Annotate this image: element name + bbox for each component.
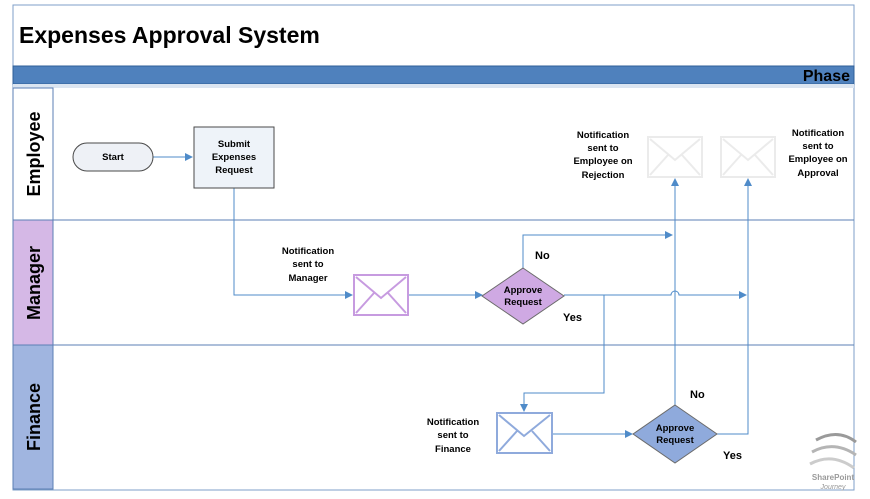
manager-notification-line-1: Notification bbox=[282, 246, 334, 257]
approval-notification-line-3: Employee on bbox=[788, 154, 847, 165]
flow-manager-to-finance-notification bbox=[520, 295, 605, 412]
lane-header-finance bbox=[12, 344, 54, 490]
lane-label-manager: Manager bbox=[24, 246, 44, 320]
flow-manager-no bbox=[522, 231, 673, 268]
start-label: Start bbox=[102, 152, 124, 163]
logo-text-line-2: Journey bbox=[820, 484, 846, 491]
manager-no-label: No bbox=[535, 250, 550, 262]
rejection-notification-line-1: Notification bbox=[577, 130, 629, 141]
flow-finance-yes bbox=[717, 178, 752, 435]
approval-envelope-icon bbox=[720, 136, 776, 178]
phase-bar bbox=[12, 65, 855, 85]
approval-notification-line-2: sent to bbox=[802, 141, 833, 152]
finance-approve-line-2: Request bbox=[656, 435, 694, 446]
lane-label-finance: Finance bbox=[24, 383, 44, 451]
approval-notification-line-4: Approval bbox=[797, 168, 838, 179]
manager-approve-line-2: Request bbox=[504, 297, 542, 308]
sharepoint-journey-logo: SharePoint Journey bbox=[809, 433, 857, 491]
rejection-envelope-icon bbox=[647, 136, 703, 178]
manager-notification-envelope-icon bbox=[353, 274, 409, 316]
start-node bbox=[72, 142, 154, 172]
manager-yes-label: Yes bbox=[563, 312, 582, 324]
finance-notification-line-1: Notification bbox=[427, 417, 479, 428]
manager-notification-line-2: sent to bbox=[292, 259, 323, 270]
phase-bar-underline bbox=[13, 84, 854, 88]
diagram-title: Expenses Approval System bbox=[19, 22, 320, 48]
logo-text-line-1: SharePoint bbox=[812, 473, 855, 482]
finance-notification-line-3: Finance bbox=[435, 444, 471, 455]
finance-notification-envelope-icon bbox=[496, 412, 553, 454]
rejection-notification-line-2: sent to bbox=[587, 143, 618, 154]
lane-header-employee bbox=[12, 87, 54, 221]
phase-label: Phase bbox=[803, 68, 850, 85]
rejection-notification-line-4: Rejection bbox=[582, 170, 625, 181]
manager-notification-line-3: Manager bbox=[288, 273, 327, 284]
rejection-notification-line-3: Employee on bbox=[573, 156, 632, 167]
submit-label-line-1: Submit bbox=[218, 139, 251, 150]
finance-notification-line-2: sent to bbox=[437, 430, 468, 441]
submit-request-node bbox=[193, 126, 275, 189]
lane-label-employee: Employee bbox=[24, 111, 44, 196]
manager-approve-line-1: Approve bbox=[504, 285, 543, 296]
submit-label-line-3: Request bbox=[215, 165, 253, 176]
finance-no-label: No bbox=[690, 389, 705, 401]
finance-approve-decision bbox=[632, 404, 718, 464]
approval-notification-line-1: Notification bbox=[792, 128, 844, 139]
manager-approve-decision bbox=[481, 267, 565, 325]
flow-submit-to-manager-notification bbox=[233, 188, 353, 299]
finance-approve-line-1: Approve bbox=[656, 423, 695, 434]
finance-yes-label: Yes bbox=[723, 450, 742, 462]
submit-label-line-2: Expenses bbox=[212, 152, 256, 163]
